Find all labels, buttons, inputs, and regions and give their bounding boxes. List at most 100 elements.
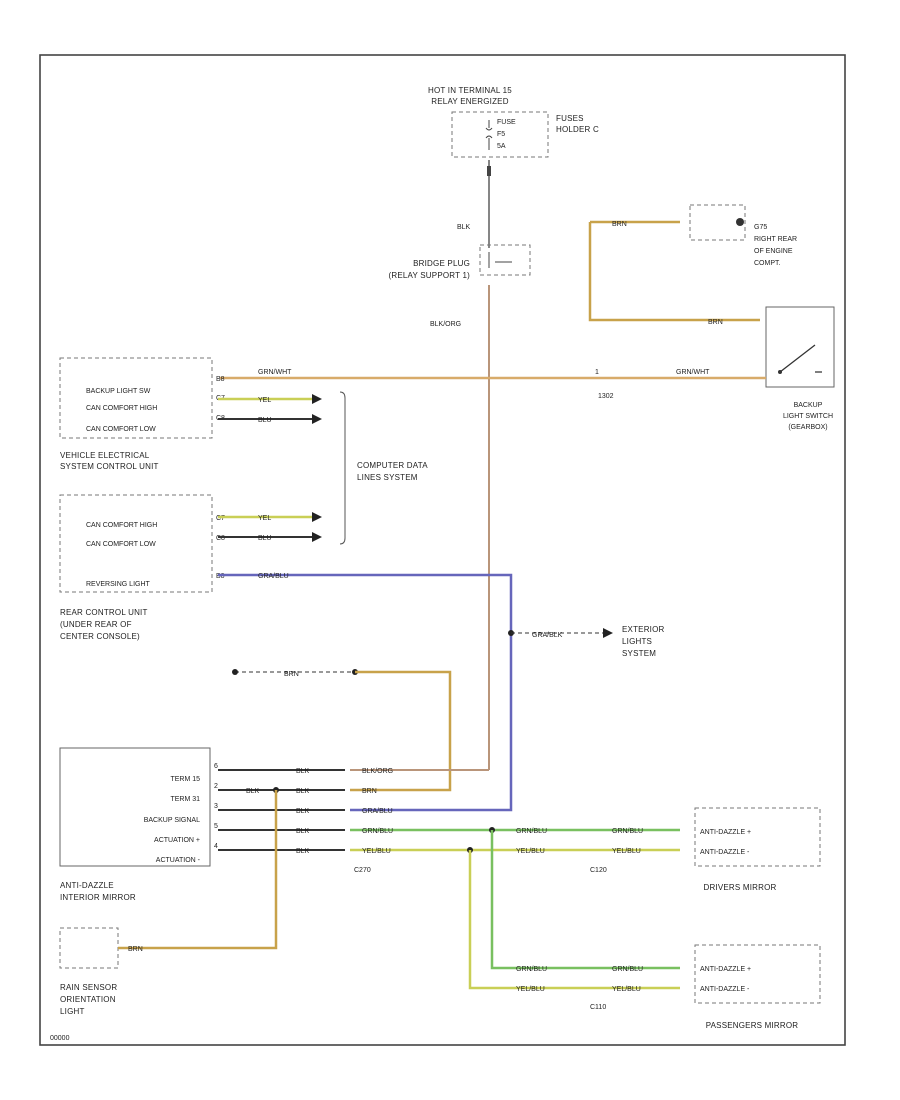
backup-switch-label-1: BACKUP <box>794 402 823 409</box>
ground-box <box>689 204 746 241</box>
bridge-plug-label-1: BRIDGE PLUG <box>413 259 470 268</box>
wire-grn-blu-pass <box>490 830 680 970</box>
mirror-pin-actuation-plus: ACTUATION + <box>154 837 200 844</box>
fuse-line-3: 5A <box>497 143 506 150</box>
pass-mirror-line-2: ANTI-DAZZLE - <box>700 986 750 993</box>
mirror-pin-number-1: 6 <box>214 763 218 770</box>
wire-brn-mirror <box>350 670 452 792</box>
wire-gra-blu <box>218 573 513 812</box>
fuse-symbol <box>485 120 493 150</box>
driver-mirror-line-2: ANTI-DAZZLE - <box>700 849 750 856</box>
backup-switch-label-2: LIGHT SWITCH <box>783 413 833 420</box>
wire-label-brn-4: BRN <box>362 788 377 795</box>
ground-label-2: RIGHT REAR <box>754 236 797 243</box>
fuse-holder-label-1: FUSES <box>556 114 584 123</box>
rear-cu-label-1: REAR CONTROL UNIT <box>60 608 148 617</box>
mirror-wire-label-4: BLK <box>296 828 310 835</box>
bridge-plug-label-2: (RELAY SUPPORT 1) <box>388 271 470 280</box>
splice-brn-left <box>232 669 238 675</box>
wire-label-yel-1: YEL <box>258 397 271 404</box>
rear-cu-pin-number-2: C8 <box>216 535 225 542</box>
driver-mirror-line-1: ANTI-DAZZLE + <box>700 829 751 836</box>
wire-brn-ground <box>588 222 760 322</box>
mirror-wire-label-6: BLK <box>246 788 260 795</box>
bridge-plug-box <box>479 244 531 276</box>
wire-label-yel-blu-2: YEL/BLU <box>516 848 545 855</box>
fuse-holder-label-2: HOLDER C <box>556 125 599 134</box>
wire-label-gra-blu-1: GRA/BLU <box>258 573 289 580</box>
mirror-wire-label-3: BLK <box>296 808 310 815</box>
mirror-box <box>59 747 211 867</box>
vecu-label-1: VEHICLE ELECTRICAL <box>60 451 150 460</box>
vecu-box <box>59 357 213 439</box>
rear-cu-pin-number-1: C7 <box>216 515 225 522</box>
diagram-frame <box>39 54 846 1046</box>
wire-label-yel-2: YEL <box>258 515 271 522</box>
mirror-label-2: INTERIOR MIRROR <box>60 893 136 902</box>
vecu-pin-number-1: B8 <box>216 376 225 383</box>
wire-label-grn-wht-2: GRN/WHT <box>676 369 710 376</box>
mirror-pin-number-4: 5 <box>214 823 218 830</box>
wire-brn-rain <box>118 790 278 950</box>
bridge-plug-symbol <box>488 252 512 268</box>
wire-label-blk-org-2: BLK/ORG <box>362 768 393 775</box>
fuse-terminal <box>487 166 491 176</box>
exterior-label-3: SYSTEM <box>622 649 656 658</box>
pass-mirror-label: PASSENGERS MIRROR <box>706 1021 799 1030</box>
mirror-pin-number-3: 3 <box>214 803 218 810</box>
data-lines-label-2: LINES SYSTEM <box>357 473 418 482</box>
mirror-pin-term31: TERM 31 <box>170 796 200 803</box>
rain-label-2: ORIENTATION <box>60 995 116 1004</box>
connector-c1: 1302 <box>598 393 614 400</box>
wire-label-blu-1: BLU <box>258 417 272 424</box>
fuse-line-2: F5 <box>497 131 505 138</box>
wire-yel-blu-pass <box>468 850 680 990</box>
wire-label-blk-org: BLK/ORG <box>430 321 461 328</box>
wire-label-blk: BLK <box>457 224 471 231</box>
mirror-pin-term15: TERM 15 <box>170 776 200 783</box>
rain-sensor-box <box>59 927 119 969</box>
wire-label-grn-blu-2: GRN/BLU <box>516 828 547 835</box>
wire-label-grn-blu-3: GRN/BLU <box>612 828 643 835</box>
vecu-label-2: SYSTEM CONTROL UNIT <box>60 462 159 471</box>
rear-cu-pin-can-high: CAN COMFORT HIGH <box>86 522 157 529</box>
mirror-pin-backup: BACKUP SIGNAL <box>144 817 200 824</box>
fuse-holder-box <box>451 111 549 158</box>
backup-switch-symbol <box>779 344 822 373</box>
backup-switch-label-3: (GEARBOX) <box>788 424 827 431</box>
backup-switch-box <box>765 306 835 388</box>
hot-label-line-2: RELAY ENERGIZED <box>431 97 508 106</box>
arrow-exterior <box>603 628 613 638</box>
rain-label-3: LIGHT <box>60 1007 85 1016</box>
connector-c1-pin: 1 <box>595 369 599 376</box>
vecu-pin-can-low: CAN COMFORT LOW <box>86 426 156 433</box>
vecu-pin-backup: BACKUP LIGHT SW <box>86 388 151 395</box>
rear-cu-pin-number-3: B8 <box>216 573 225 580</box>
driver-mirror-label: DRIVERS MIRROR <box>703 883 776 892</box>
ground-label-3: OF ENGINE <box>754 248 793 255</box>
rear-cu-pin-can-low: CAN COMFORT LOW <box>86 541 156 548</box>
data-lines-label-1: COMPUTER DATA <box>357 461 428 470</box>
arrow-rear-can-low <box>312 532 322 542</box>
mirror-pin-actuation-minus: ACTUATION - <box>156 857 201 864</box>
pass-mirror-box <box>694 944 821 1004</box>
wire-label-brn-5: BRN <box>128 946 143 953</box>
fuse-line-1: FUSE <box>497 119 516 126</box>
wire-label-brn-1: BRN <box>612 221 627 228</box>
arrow-vecu-can-low <box>312 414 322 424</box>
ground-label-4: COMPT. <box>754 260 781 267</box>
rear-cu-label-2: (UNDER REAR OF <box>60 620 132 629</box>
wire-label-yel-blu-3: YEL/BLU <box>612 848 641 855</box>
connector-c4: C110 <box>590 1004 606 1011</box>
arrow-rear-can-high <box>312 512 322 522</box>
wire-label-yel-blu-4: YEL/BLU <box>516 986 545 993</box>
wire-label-brn-3: BRN <box>284 671 299 678</box>
rear-cu-pin-reversing: REVERSING LIGHT <box>86 581 151 588</box>
wire-label-grn-wht-1: GRN/WHT <box>258 369 292 376</box>
mirror-pin-number-5: 4 <box>214 843 218 850</box>
backup-switch-pivot <box>778 370 782 374</box>
exterior-label-2: LIGHTS <box>622 637 652 646</box>
rear-cu-box <box>59 494 213 593</box>
arrow-vecu-can-high <box>312 394 322 404</box>
